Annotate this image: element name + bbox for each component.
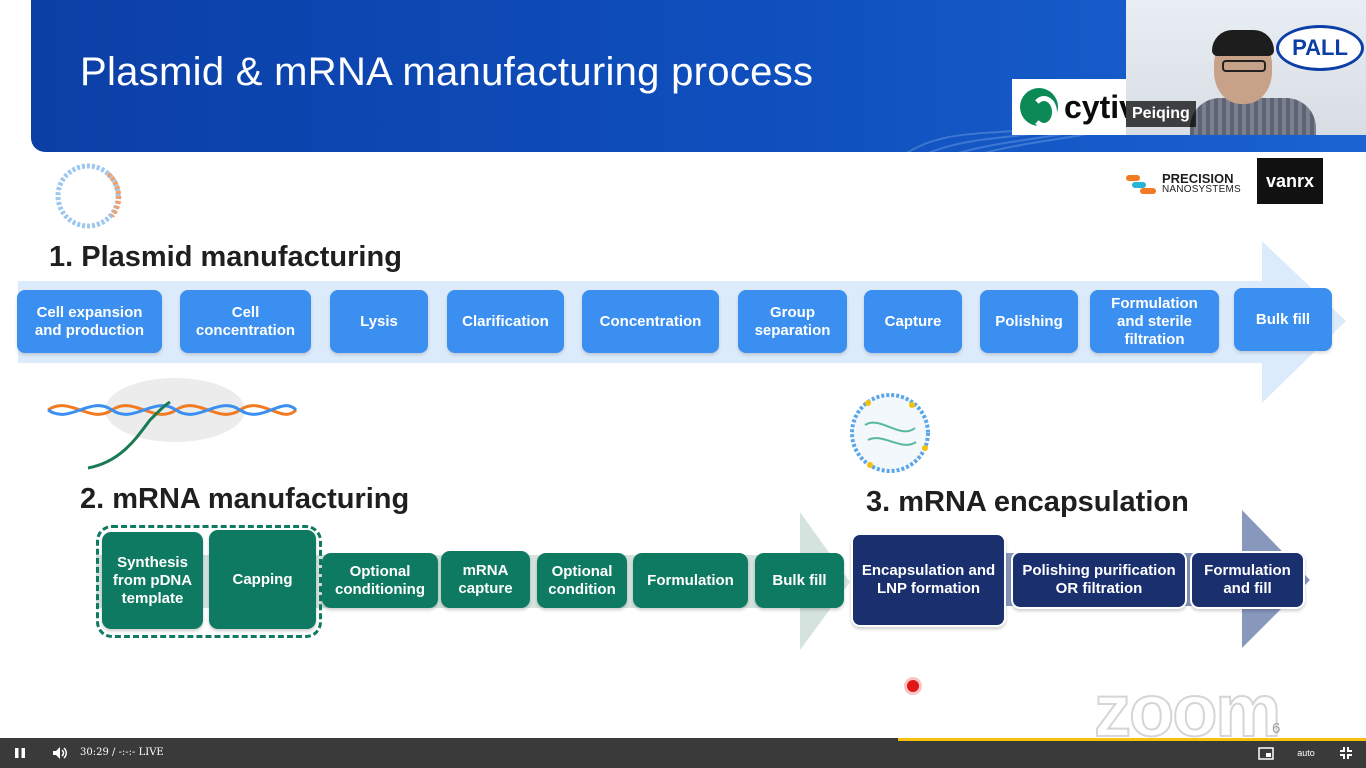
participant-name-tag: Peiqing [1126, 101, 1196, 127]
encapsulation-step-box: Encapsulation and LNP formation [851, 533, 1006, 627]
mrna-step-box: Capping [209, 530, 316, 629]
cytiva-logo: cytiv [1012, 79, 1128, 135]
encapsulation-step-box: Polishing purification OR filtration [1011, 551, 1187, 609]
fullscreen-exit-icon[interactable] [1336, 744, 1356, 762]
plasmid-step-box: Group separation [738, 290, 847, 353]
mrna-step-box: Optional conditioning [322, 553, 438, 608]
mrna-step-box: Formulation [633, 553, 748, 608]
plasmid-section-heading: 1. Plasmid manufacturing [49, 241, 402, 273]
speaker-video-tile[interactable]: PALL Peiqing [1126, 0, 1366, 135]
speaker-hair [1212, 30, 1274, 56]
laser-pointer-dot [907, 680, 919, 692]
speaker-glasses [1222, 60, 1266, 72]
player-control-bar: 30:29 / -:-:- LIVE auto [0, 738, 1366, 768]
mrna-dashed-group [96, 525, 322, 638]
plasmid-icon [55, 163, 122, 229]
dna-strand-icon [47, 378, 298, 470]
precision-nanosystems-logo: PRECISION NANOSYSTEMS [1126, 170, 1246, 196]
plasmid-step-box: Polishing [980, 290, 1078, 353]
mrna-step-box: mRNA capture [441, 551, 530, 608]
cytiva-logo-text: cytiv [1064, 88, 1128, 125]
speaker-body [1190, 98, 1316, 135]
plasmid-step-box: Cell expansion and production [17, 290, 162, 353]
plasmid-step-box: Cell concentration [180, 290, 311, 353]
zoom-watermark: zoom [1093, 668, 1282, 738]
mrna-section-heading: 2. mRNA manufacturing [80, 483, 410, 515]
playback-time: 30:29 / -:-:- LIVE [80, 747, 164, 758]
encapsulation-step-box: Formulation and fill [1190, 551, 1305, 609]
progress-bar[interactable] [898, 738, 1366, 741]
plasmid-step-box: Capture [864, 290, 962, 353]
mrna-step-box: Optional condition [537, 553, 627, 608]
slide-page-number: 6 [1272, 720, 1281, 737]
cytiva-mark-icon [1020, 88, 1058, 128]
slide-title: Plasmid & mRNA manufacturing process [80, 50, 814, 94]
slide: Plasmid & mRNA manufacturing process cyt… [17, 0, 1366, 738]
plasmid-step-box: Lysis [330, 290, 428, 353]
pall-logo: PALL [1276, 25, 1364, 71]
plasmid-step-box: Concentration [582, 290, 719, 353]
encapsulation-section-heading: 3. mRNA encapsulation [866, 486, 1189, 518]
precision-logo-icon [1126, 175, 1156, 194]
mrna-step-box: Bulk fill [755, 553, 844, 608]
lipid-nanoparticle-icon [850, 393, 930, 473]
mrna-step-box: Synthesis from pDNA template [102, 532, 203, 629]
plasmid-step-box: Formulation and sterile filtration [1090, 290, 1219, 353]
pause-icon[interactable] [12, 744, 28, 762]
pip-icon[interactable] [1256, 744, 1276, 762]
plasmid-step-box: Clarification [447, 290, 564, 353]
vanrx-logo: vanrx [1257, 158, 1323, 204]
precision-logo-line1: PRECISION [1162, 171, 1234, 186]
plasmid-step-box: Bulk fill [1234, 288, 1332, 351]
quality-selector[interactable]: auto [1297, 748, 1315, 758]
volume-icon[interactable] [50, 744, 70, 762]
precision-logo-line2: NANOSYSTEMS [1162, 184, 1241, 195]
